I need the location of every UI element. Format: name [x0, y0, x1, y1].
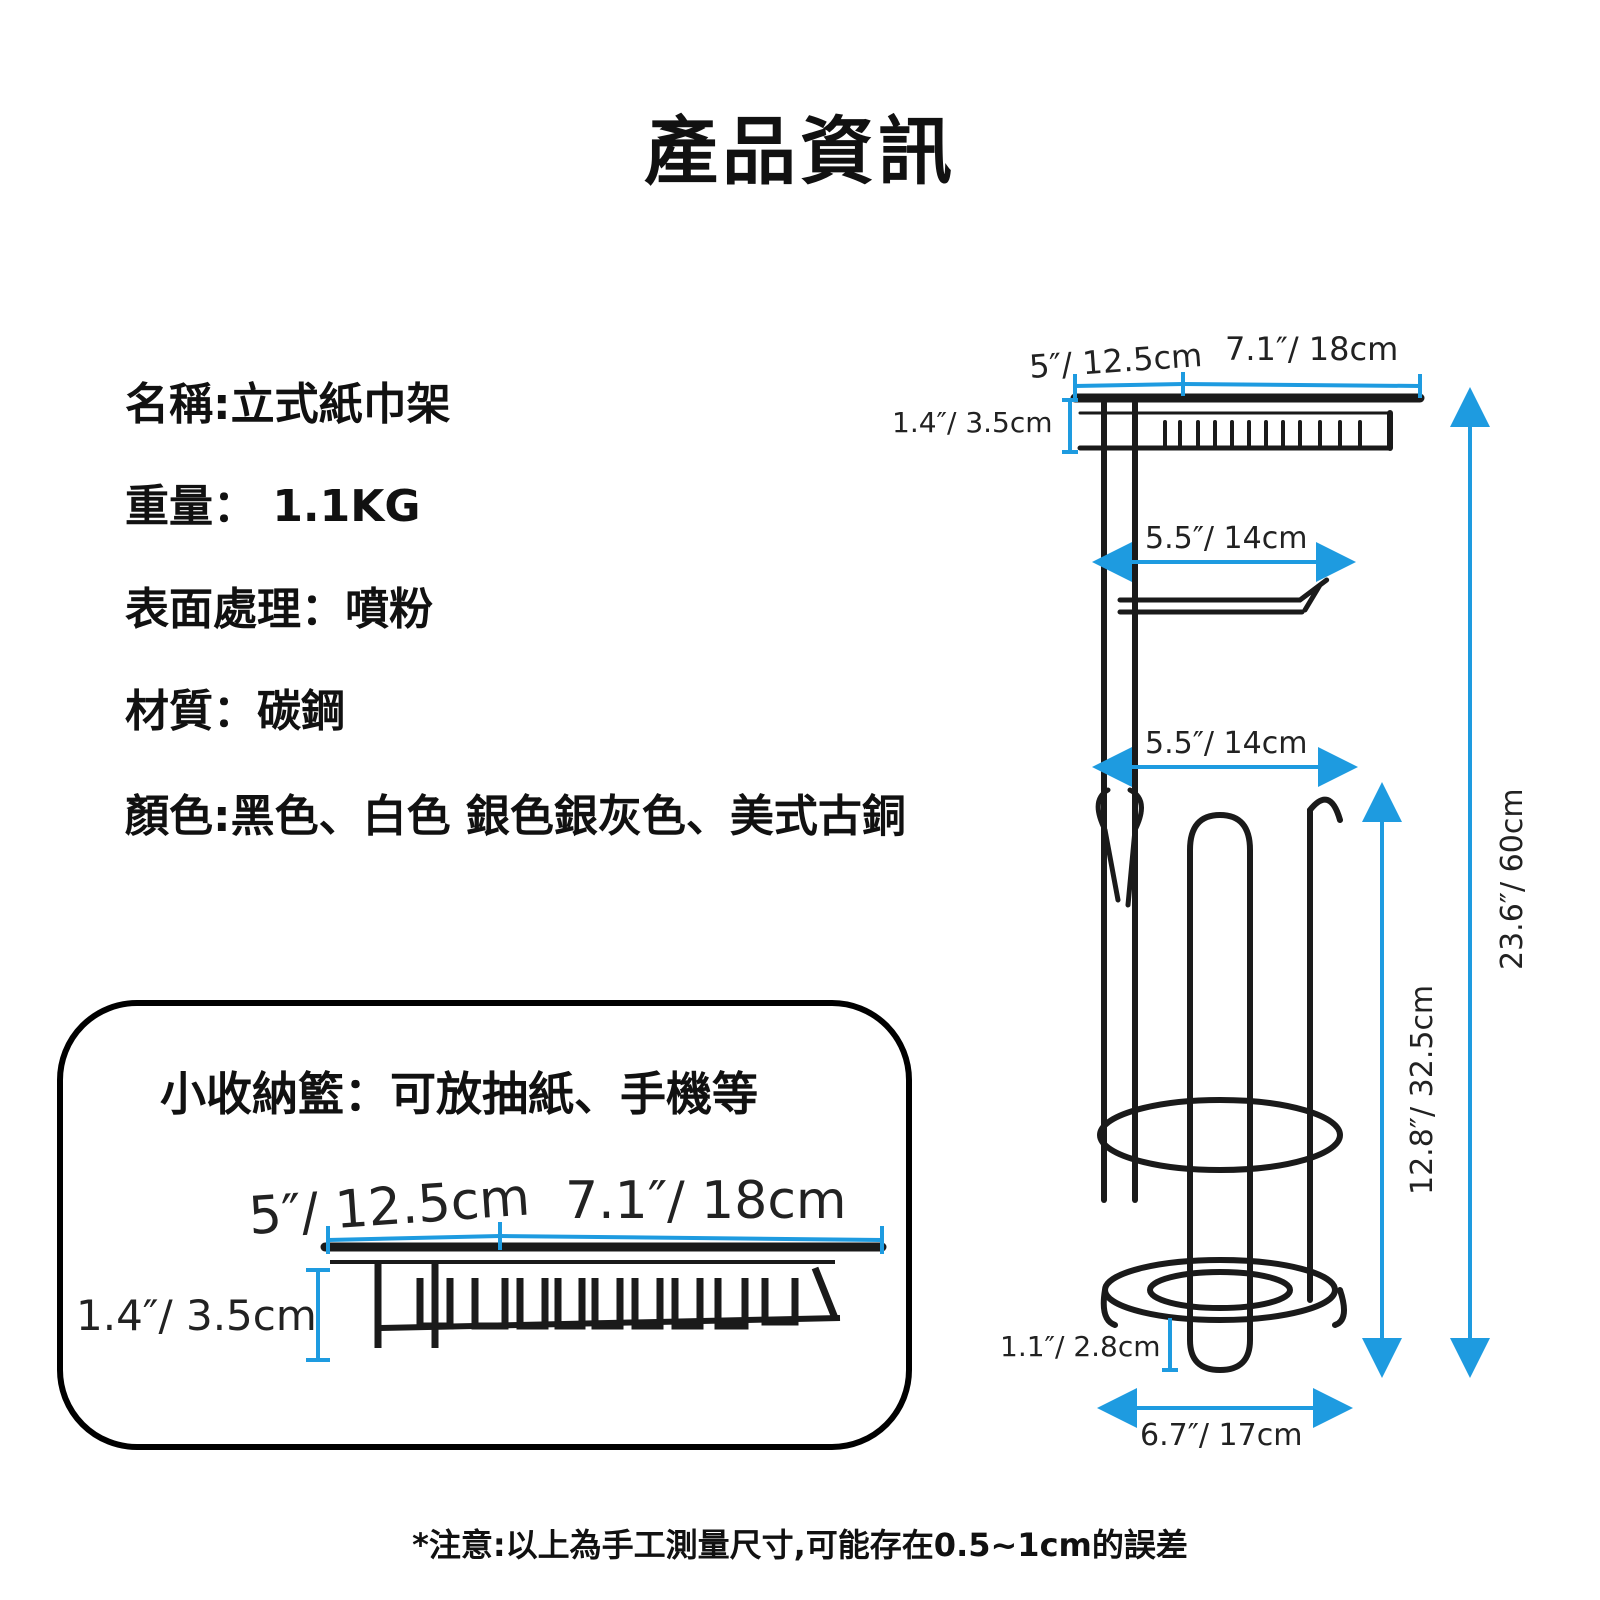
spec-finish: 表面處理：噴粉	[125, 584, 433, 635]
total-height-label: 23.6″/ 60cm	[1495, 788, 1530, 970]
base-width-label: 6.7″/ 17cm	[1140, 1418, 1302, 1453]
page-title: 產品資訊	[644, 109, 956, 195]
holder-width-label: 5.5″/ 14cm	[1145, 726, 1307, 761]
stand-drawing	[1070, 393, 1425, 1374]
measurement-note: *注意:以上為手工測量尺寸,可能存在0.5~1cm的誤差	[412, 1526, 1188, 1564]
inset-basket-drawing	[320, 1242, 887, 1348]
inset-width-label: 7.1″/ 18cm	[565, 1171, 847, 1231]
spec-weight: 重量： 1.1KG	[125, 481, 421, 532]
base-clearance-label: 1.1″/ 2.8cm	[1000, 1330, 1161, 1363]
arm-width-label: 5.5″/ 14cm	[1145, 521, 1307, 556]
basket-detail-box	[57, 1000, 912, 1450]
basket-detail-title: 小收納籃：可放抽紙、手機等	[160, 1067, 758, 1121]
spec-colors: 顏色:黑色、白色 銀色銀灰色、美式古銅	[125, 791, 906, 842]
inset-height-label: 1.4″/ 3.5cm	[76, 1291, 317, 1340]
spec-material: 材質：碳鋼	[125, 686, 345, 737]
inset-dimension-lines	[306, 1222, 884, 1362]
basket-height-label: 1.4″/ 3.5cm	[892, 406, 1053, 439]
holder-height-label: 12.8″/ 32.5cm	[1405, 985, 1440, 1195]
stand-dimension-lines	[1062, 372, 1490, 1428]
basket-width-label: 7.1″/ 18cm	[1225, 330, 1398, 368]
basket-depth-label: 5″/ 12.5cm	[1028, 336, 1204, 386]
spec-name: 名稱:立式紙巾架	[125, 379, 451, 430]
